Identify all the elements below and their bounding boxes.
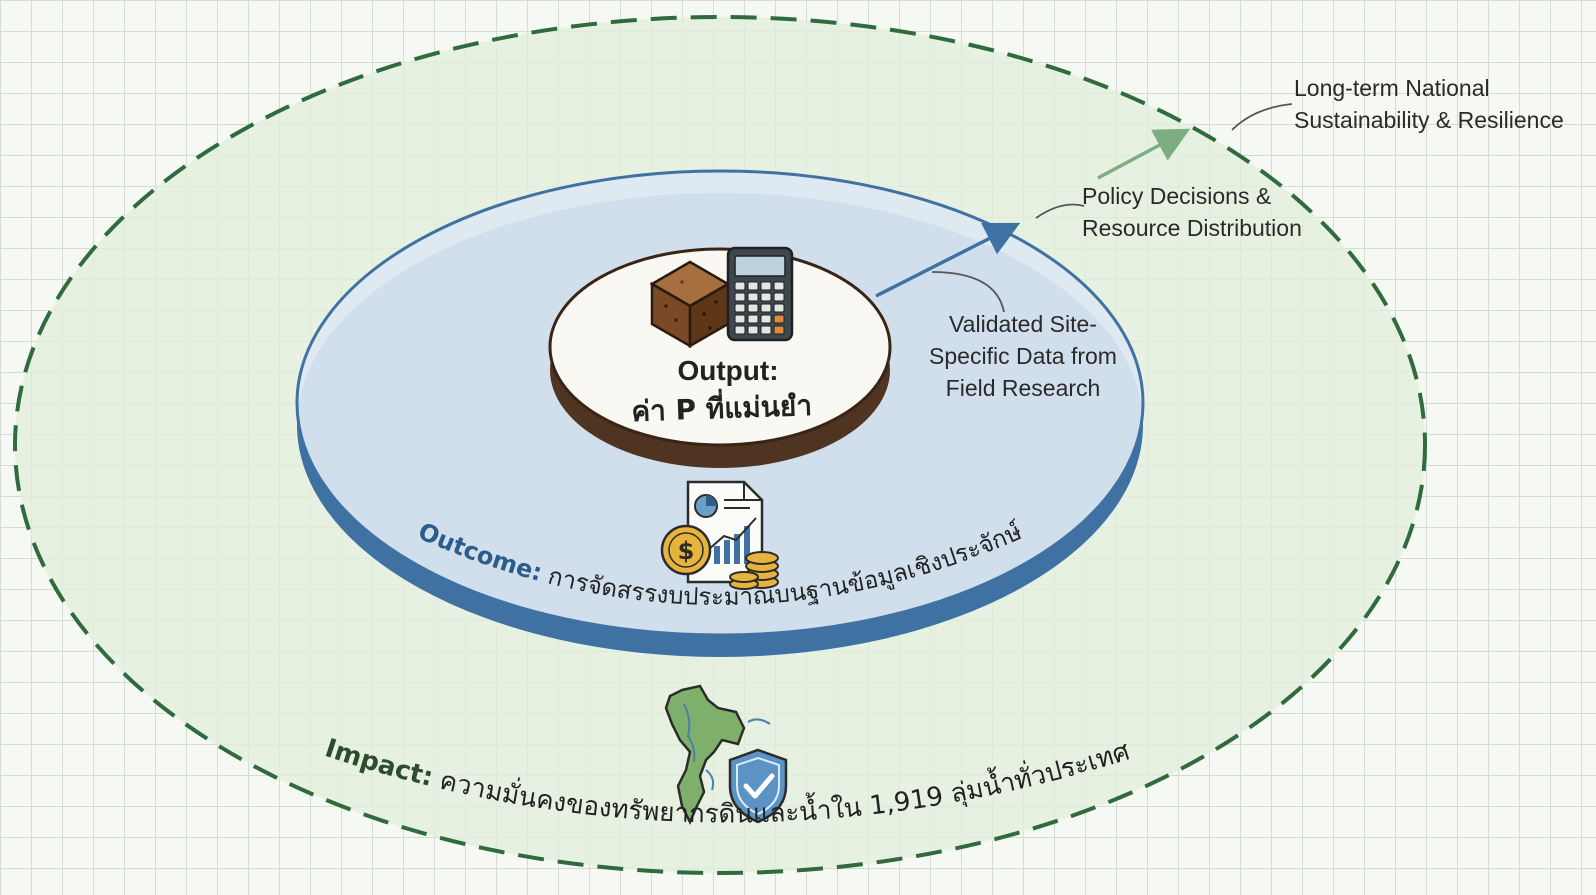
calculator-key [747,303,759,313]
validated-line-1: Validated Site- [949,311,1097,337]
validated-data-callout: Validated Site- Specific Data from Field… [918,308,1128,404]
thailand-map-icon [664,684,771,825]
calculator-key [773,292,785,302]
calculator-key [760,314,772,324]
policy-line-1: Policy Decisions & [1082,183,1272,209]
calculator-icon [726,246,794,342]
shield-check-icon [728,748,788,824]
validated-line-3: Field Research [945,375,1101,401]
longterm-leader-line [1231,103,1293,131]
longterm-line-1: Long-term National [1294,75,1490,101]
calculator-key [747,281,759,291]
policy-decisions-callout: Policy Decisions & Resource Distribution [1082,180,1302,244]
longterm-callout: Long-term National Sustainability & Resi… [1294,72,1564,136]
calculator-key [760,281,772,291]
policy-leader-line [1035,203,1085,219]
calculator-key [773,314,785,324]
calculator-key [760,303,772,313]
longterm-line-2: Sustainability & Resilience [1294,107,1564,133]
calculator-key [747,292,759,302]
calculator-key [760,292,772,302]
calculator-key [734,292,746,302]
validated-leader-line [931,271,1005,313]
calculator-key [747,314,759,324]
calculator-key [773,325,785,335]
calculator-key [747,325,759,335]
validated-line-2: Specific Data from [929,343,1117,369]
calculator-key [773,303,785,313]
coin-stack-icon: $ [660,524,779,590]
calculator-key [734,281,746,291]
output-label: Output: [677,355,778,386]
calculator-key [760,325,772,335]
svg-text:$: $ [678,537,695,565]
policy-line-2: Resource Distribution [1082,215,1302,241]
calculator-key [734,314,746,324]
calculator-key [734,303,746,313]
policy-to-longterm-arrow [1097,128,1191,180]
calculator-key [734,325,746,335]
calculator-key [773,281,785,291]
output-disk [548,247,892,468]
soil-block-icon [649,260,731,349]
output-to-policy-arrow [875,222,1021,298]
